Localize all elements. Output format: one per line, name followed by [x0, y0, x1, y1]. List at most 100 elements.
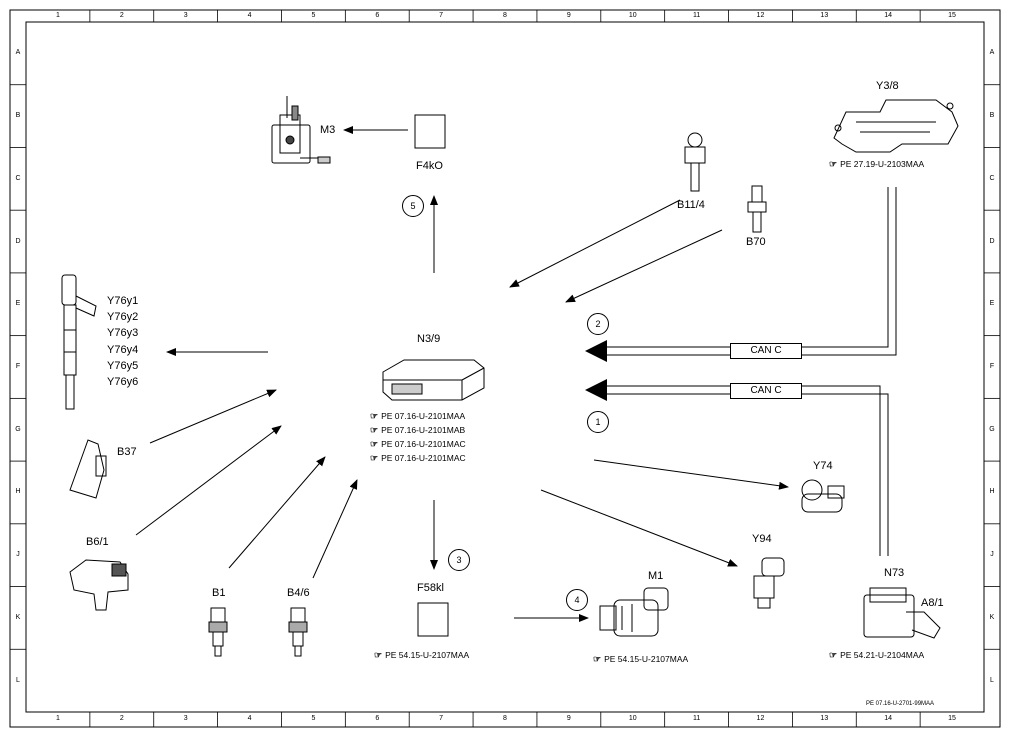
grid-row-label: K: [15, 613, 21, 621]
arrow-b11-4: [509, 199, 681, 288]
y76-item: Y76y4: [107, 344, 139, 356]
b1-label: B1: [212, 587, 226, 599]
grid-column-label: 7: [439, 715, 444, 722]
grid-row-label: A: [15, 49, 21, 57]
b70-sensor-icon: [747, 185, 767, 233]
grid-column-label: 14: [884, 12, 893, 19]
grid-row-label: H: [15, 488, 21, 496]
inner-frame: [25, 21, 985, 713]
grid-row-label: E: [15, 300, 21, 308]
can-c-upper-label: CAN C: [730, 343, 802, 359]
hand-pointer-icon: ☞: [370, 439, 379, 449]
grid-row-label: K: [989, 613, 995, 621]
grid-column-label: 8: [503, 715, 507, 722]
grid-column-label: 7: [439, 12, 444, 19]
grid-column-label: 4: [247, 715, 252, 722]
m1-reference: ☞PE 54.15-U-2107MAA: [593, 654, 688, 665]
document-code: PE 07.16-U-2701-99MAA: [866, 701, 935, 707]
b70-label: B70: [746, 236, 766, 248]
grid-row-label: G: [15, 425, 21, 433]
n3-9-reference-text: PE 07.16-U-2101MAB: [381, 425, 466, 435]
y76-item: Y76y5: [107, 360, 139, 372]
b37-label: B37: [117, 446, 137, 458]
arrow-to-y94: [540, 489, 738, 567]
outer-frame: [9, 9, 1001, 728]
can-upper-outer: [605, 187, 889, 348]
grid-row-label: A: [989, 49, 995, 57]
grid-column-label: 2: [119, 12, 124, 19]
y94-valve-icon: [753, 557, 785, 609]
grid-column-label: 11: [692, 715, 701, 722]
f4ko-relay-icon: [414, 114, 446, 149]
a8-1-reference-text: PE 54.21-U-2104MAA: [840, 650, 925, 660]
can-lower-outer: [605, 385, 881, 556]
b4-6-label: B4/6: [287, 587, 310, 599]
n3-9-reference: ☞PE 07.16-U-2101MAC: [370, 453, 466, 464]
grid-column-label: 9: [566, 715, 571, 722]
grid-row-label: D: [989, 237, 995, 245]
y74-valve-icon: [801, 479, 845, 513]
grid-column-label: 8: [503, 12, 507, 19]
hand-pointer-icon: ☞: [370, 453, 379, 463]
f58kl-relay-icon: [417, 602, 449, 637]
n3-9-reference: ☞PE 07.16-U-2101MAA: [370, 411, 465, 422]
arrow-b37: [149, 389, 277, 444]
grid-column-label: 3: [183, 12, 188, 19]
grid-column-label: 1: [55, 12, 60, 19]
grid-row-label: D: [15, 237, 21, 245]
marker-5: 5: [402, 195, 424, 217]
n3-9-reference-text: PE 07.16-U-2101MAA: [381, 411, 466, 421]
y76-item: Y76y1: [107, 295, 139, 307]
marker-4: 4: [566, 589, 588, 611]
grid-row-label: B: [15, 112, 21, 120]
n3-9-reference: ☞PE 07.16-U-2101MAB: [370, 425, 465, 436]
m3-pump-icon: [271, 96, 331, 164]
y3-8-valve-body-icon: [833, 99, 959, 153]
n73-label: N73: [884, 567, 905, 579]
grid-row-label: J: [16, 551, 20, 559]
grid-column-label: 6: [375, 12, 380, 19]
grid-column-label: 1: [55, 715, 60, 722]
b4-6-sensor-icon: [288, 607, 308, 657]
grid-column-label: 13: [820, 715, 829, 722]
signal-lines: [135, 126, 789, 622]
grid-column-label: 9: [566, 12, 571, 19]
can-upper-arrowhead: [585, 340, 607, 362]
grid-column-label: 5: [311, 715, 316, 722]
b11-4-sensor-icon: [684, 132, 706, 192]
arrow-to-y74: [593, 459, 789, 490]
grid-row-label: B: [989, 112, 995, 120]
grid-row-label: F: [989, 363, 995, 370]
a8-1-reference: ☞PE 54.21-U-2104MAA: [829, 650, 924, 661]
y74-label: Y74: [813, 460, 833, 472]
a8-1-label: A8/1: [921, 597, 944, 609]
grid-column-label: 5: [311, 12, 316, 19]
hand-pointer-icon: ☞: [829, 650, 838, 660]
b37-pedal-icon: [69, 439, 107, 499]
grid-column-label: 12: [756, 715, 765, 722]
f58kl-reference: ☞PE 54.15-U-2107MAA: [374, 650, 469, 661]
y3-8-reference: ☞PE 27.19-U-2103MAA: [829, 159, 924, 170]
y76-item: Y76y3: [107, 327, 139, 339]
b11-4-label: B11/4: [677, 199, 705, 211]
y76-item: Y76y6: [107, 376, 139, 388]
grid-column-label: 12: [756, 12, 765, 19]
a8-1-module-icon: [863, 587, 941, 639]
grid-column-label: 15: [948, 12, 956, 19]
n3-9-reference-text: PE 07.16-U-2101MAC: [381, 453, 466, 463]
grid-column-label: 2: [119, 715, 124, 722]
m1-reference-text: PE 54.15-U-2107MAA: [604, 654, 689, 664]
grid-row-label: C: [989, 174, 995, 182]
n3-9-reference: ☞PE 07.16-U-2101MAC: [370, 439, 466, 450]
y3-8-reference-text: PE 27.19-U-2103MAA: [840, 159, 925, 169]
y94-label: Y94: [752, 533, 772, 545]
hand-pointer-icon: ☞: [374, 650, 383, 660]
grid-row-label: H: [989, 488, 995, 496]
grid-column-label: 13: [820, 12, 829, 19]
m1-label: M1: [648, 570, 664, 582]
n3-9-reference-text: PE 07.16-U-2101MAC: [381, 439, 466, 449]
grid-column-label: 10: [628, 715, 637, 722]
n3-9-control-unit-icon: [382, 359, 485, 401]
arrow-b6-1: [135, 425, 282, 536]
hand-pointer-icon: ☞: [370, 425, 379, 435]
